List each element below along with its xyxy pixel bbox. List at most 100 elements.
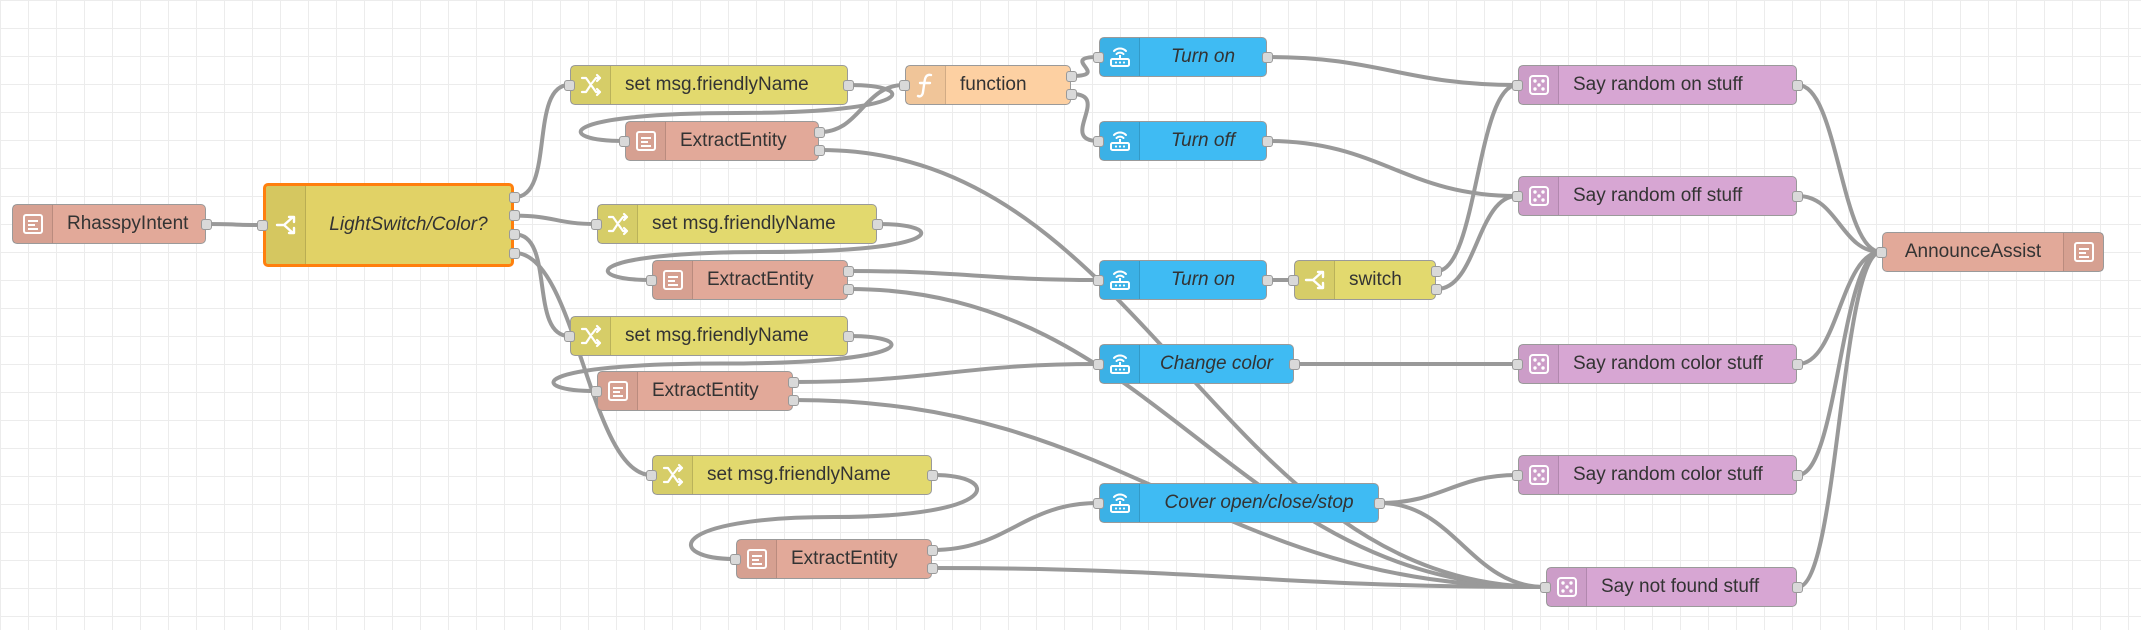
output-port[interactable] — [1792, 469, 1803, 481]
node-say-not-found[interactable]: Say not found stuff — [1546, 567, 1797, 607]
input-port[interactable] — [1876, 246, 1887, 258]
input-port[interactable] — [1093, 274, 1104, 286]
wire[interactable] — [819, 83, 905, 134]
input-port[interactable] — [730, 553, 741, 565]
output-port[interactable] — [1792, 581, 1803, 593]
input-port[interactable] — [1512, 79, 1523, 91]
output-port[interactable] — [843, 79, 854, 91]
output-port[interactable] — [509, 228, 520, 240]
node-cover[interactable]: Cover open/close/stop — [1099, 483, 1379, 523]
node-lightswitch[interactable]: LightSwitch/Color? — [263, 183, 514, 267]
input-port[interactable] — [1093, 497, 1104, 509]
node-change-color[interactable]: Change color — [1099, 344, 1294, 384]
node-turn-off[interactable]: Turn off — [1099, 121, 1267, 161]
output-port[interactable] — [814, 144, 825, 156]
output-port[interactable] — [927, 469, 938, 481]
wire[interactable] — [689, 473, 979, 561]
node-say-on[interactable]: Say random on stuff — [1518, 65, 1797, 105]
input-port[interactable] — [591, 385, 602, 397]
node-turn-on-2[interactable]: Turn on — [1099, 260, 1267, 300]
node-switch2[interactable]: switch — [1294, 260, 1436, 300]
wire[interactable] — [1267, 55, 1518, 87]
output-port[interactable] — [788, 376, 799, 388]
node-say-color-2[interactable]: Say random color stuff — [1518, 455, 1797, 495]
wire[interactable] — [1797, 250, 1882, 366]
output-port[interactable] — [843, 283, 854, 295]
node-rhasspy-intent[interactable]: RhasspyIntent — [12, 204, 206, 244]
input-port[interactable] — [1093, 358, 1104, 370]
wire[interactable] — [1071, 55, 1099, 78]
input-port[interactable] — [1512, 469, 1523, 481]
wire[interactable] — [1071, 92, 1099, 143]
wire[interactable] — [848, 269, 1099, 282]
output-port[interactable] — [1066, 88, 1077, 100]
output-port[interactable] — [1289, 358, 1300, 370]
wire[interactable] — [514, 251, 652, 477]
output-port[interactable] — [1262, 135, 1273, 147]
input-port[interactable] — [564, 79, 575, 91]
wire[interactable] — [1379, 501, 1546, 589]
output-port[interactable] — [1792, 358, 1803, 370]
node-set3[interactable]: set msg.friendlyName — [570, 316, 848, 356]
node-set1[interactable]: set msg.friendlyName — [570, 65, 848, 105]
input-port[interactable] — [1512, 190, 1523, 202]
node-extract4[interactable]: ExtractEntity — [736, 539, 932, 579]
wire[interactable] — [514, 232, 570, 338]
input-port[interactable] — [1288, 274, 1299, 286]
output-port[interactable] — [1792, 190, 1803, 202]
wire[interactable] — [1797, 250, 1882, 589]
output-port[interactable] — [1066, 70, 1077, 82]
wire[interactable] — [514, 213, 597, 226]
input-port[interactable] — [646, 274, 657, 286]
output-port[interactable] — [1431, 283, 1442, 295]
wire[interactable] — [1436, 194, 1518, 291]
input-port[interactable] — [1512, 358, 1523, 370]
output-port[interactable] — [509, 247, 520, 259]
node-function1[interactable]: function — [905, 65, 1071, 105]
output-port[interactable] — [843, 330, 854, 342]
node-set2[interactable]: set msg.friendlyName — [597, 204, 877, 244]
input-port[interactable] — [646, 469, 657, 481]
output-port[interactable] — [927, 562, 938, 574]
wire[interactable] — [578, 83, 895, 143]
node-say-off[interactable]: Say random off stuff — [1518, 176, 1797, 216]
output-port[interactable] — [1262, 274, 1273, 286]
node-extract2[interactable]: ExtractEntity — [652, 260, 848, 300]
node-extract1[interactable]: ExtractEntity — [625, 121, 819, 161]
output-port[interactable] — [788, 394, 799, 406]
node-set4[interactable]: set msg.friendlyName — [652, 455, 932, 495]
wire[interactable] — [932, 501, 1099, 552]
output-port[interactable] — [814, 126, 825, 138]
node-turn-on-1[interactable]: Turn on — [1099, 37, 1267, 77]
input-port[interactable] — [564, 330, 575, 342]
wire[interactable] — [551, 334, 894, 393]
wire[interactable] — [932, 566, 1546, 589]
output-port[interactable] — [509, 191, 520, 203]
wire[interactable] — [514, 83, 570, 199]
node-announce[interactable]: AnnounceAssist — [1882, 232, 2104, 272]
output-port[interactable] — [201, 218, 212, 230]
output-port[interactable] — [927, 544, 938, 556]
output-port[interactable] — [1431, 265, 1442, 277]
wire[interactable] — [1436, 83, 1518, 273]
node-say-color-1[interactable]: Say random color stuff — [1518, 344, 1797, 384]
input-port[interactable] — [899, 79, 910, 91]
wire[interactable] — [1267, 139, 1518, 198]
input-port[interactable] — [619, 135, 630, 147]
output-port[interactable] — [509, 210, 520, 222]
input-port[interactable] — [257, 219, 268, 231]
output-port[interactable] — [843, 265, 854, 277]
wire[interactable] — [206, 222, 263, 227]
output-port[interactable] — [872, 218, 883, 230]
node-extract3[interactable]: ExtractEntity — [597, 371, 793, 411]
input-port[interactable] — [1093, 51, 1104, 63]
wire[interactable] — [848, 287, 1546, 589]
wire[interactable] — [793, 362, 1099, 384]
output-port[interactable] — [1262, 51, 1273, 63]
input-port[interactable] — [1540, 581, 1551, 593]
output-port[interactable] — [1374, 497, 1385, 509]
wire[interactable] — [606, 222, 923, 282]
wire[interactable] — [1797, 83, 1882, 254]
input-port[interactable] — [591, 218, 602, 230]
wire[interactable] — [1379, 473, 1518, 505]
